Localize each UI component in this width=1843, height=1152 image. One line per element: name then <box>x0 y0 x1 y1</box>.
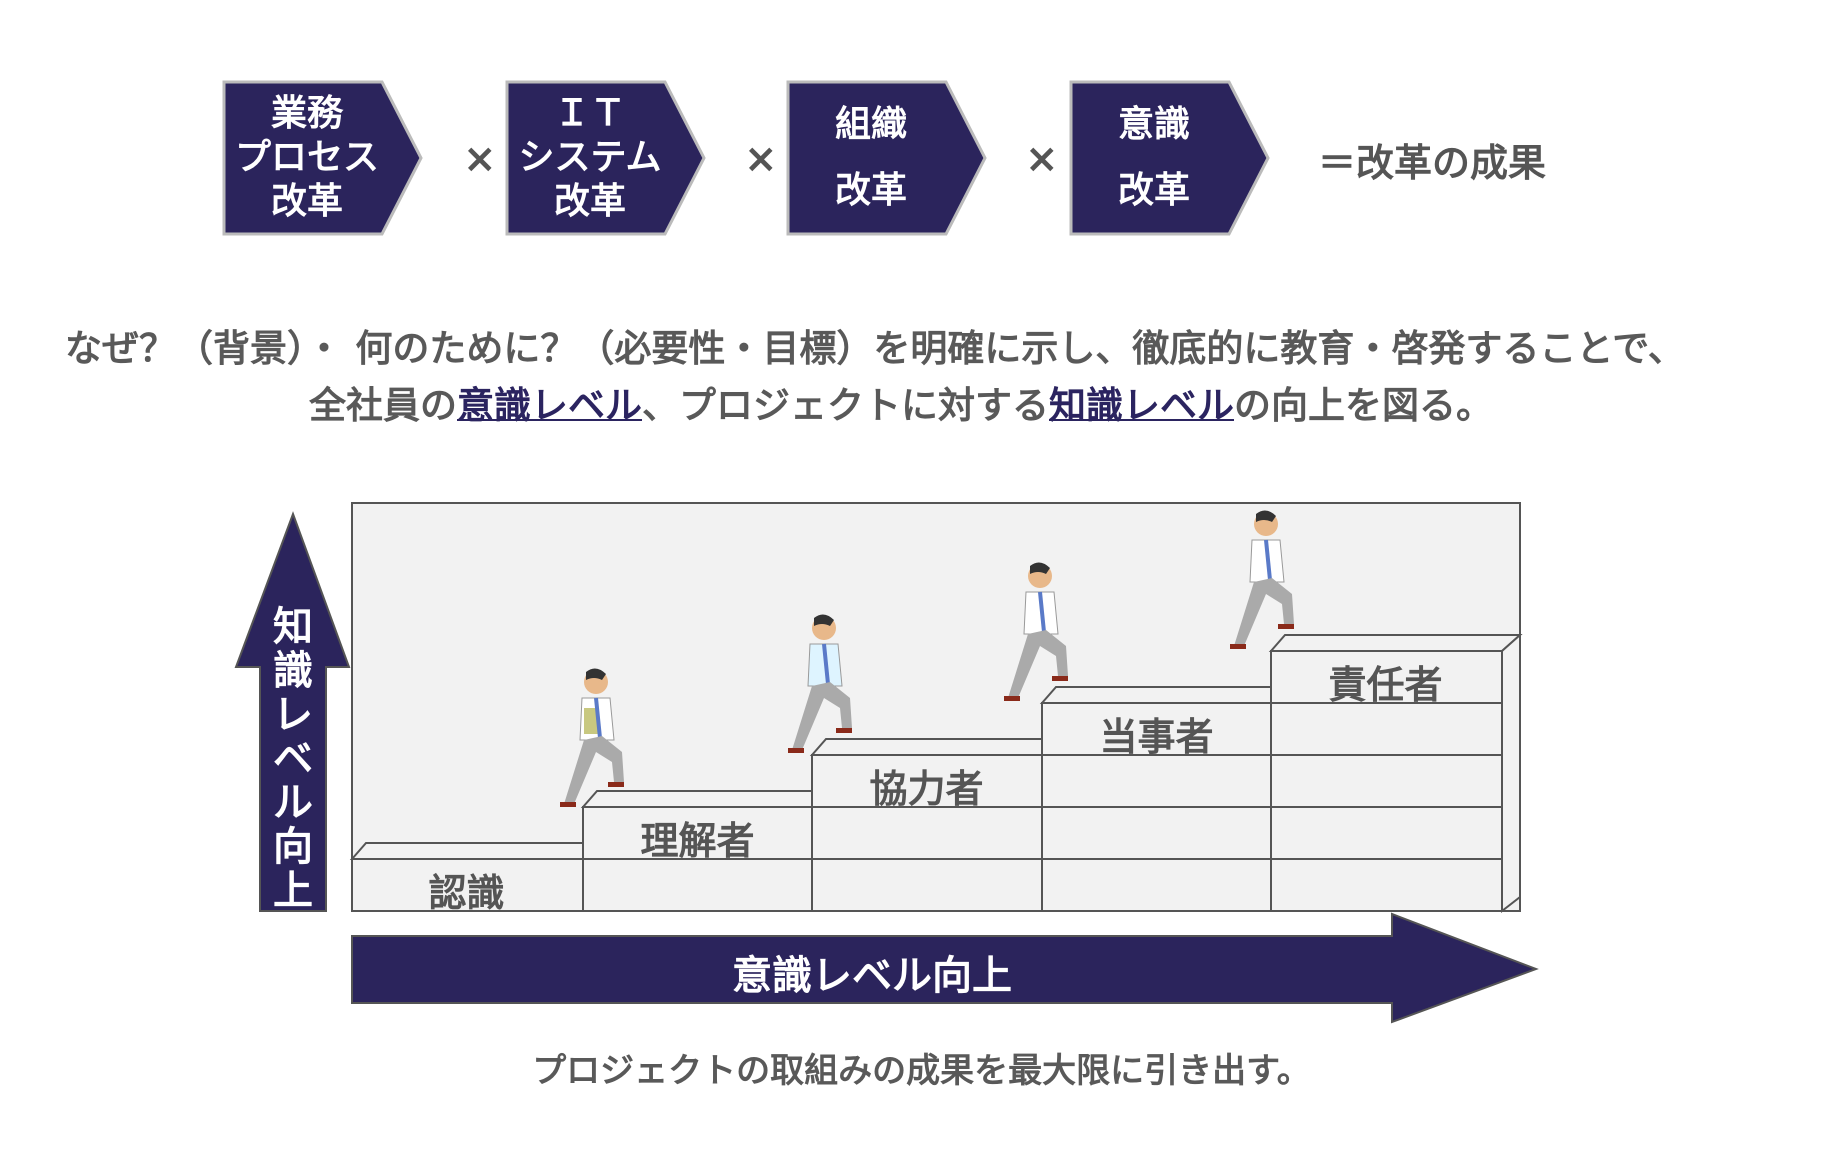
chevron-awareness: 意識改革 <box>1069 80 1270 236</box>
horizontal-arrow <box>351 912 1539 1024</box>
statement-line2: 全社員の意識レベル、プロジェクトに対する知識レベルの向上を図る。 <box>309 375 1493 429</box>
chevron-text: プロセス <box>234 137 379 178</box>
vertical-axis-label: 知識レベル向上 <box>260 605 326 913</box>
chevron-text: 組織 <box>834 104 907 145</box>
axis-char: 知 <box>273 604 313 650</box>
step-label-understanding: 理解者 <box>640 819 755 863</box>
chevron-text: 改革 <box>270 181 343 222</box>
multiply-sign: × <box>744 136 778 182</box>
chevron-text: ＩＴ <box>553 93 626 134</box>
axis-char: 上 <box>273 868 313 914</box>
text: の向上を図る。 <box>1234 384 1493 427</box>
axis-char: ベ <box>273 736 313 782</box>
step-label-responsible: 責任者 <box>1328 663 1443 707</box>
step-label-awareness: 認識 <box>428 871 505 915</box>
chevron-text: システム <box>518 137 662 178</box>
chevron-text: 業務 <box>270 93 343 134</box>
horizontal-axis-label: 意識レベル向上 <box>732 953 1012 999</box>
chevron-text: 改革 <box>1117 170 1190 211</box>
person-icon <box>1004 562 1068 701</box>
person-icon <box>788 614 852 753</box>
chevron-text: 改革 <box>553 181 626 222</box>
chevron-organization: 組織改革 <box>786 80 987 236</box>
multiply-sign: × <box>463 136 497 182</box>
axis-char: 向 <box>273 824 313 870</box>
stairs <box>349 632 1523 914</box>
person-icon <box>1230 510 1294 649</box>
highlight-awareness: 意識レベル <box>457 384 642 427</box>
text: 全社員の <box>309 384 457 427</box>
step-label-cooperator: 協力者 <box>869 767 984 811</box>
text: 、プロジェクトに対する <box>642 384 1049 427</box>
axis-char: ル <box>273 780 313 826</box>
highlight-knowledge: 知識レベル <box>1049 384 1234 427</box>
axis-char: 識 <box>273 648 313 694</box>
climbing-person-icons <box>560 510 1294 807</box>
axis-char: レ <box>273 692 313 738</box>
chevron-business-process: 業務プロセス改革 <box>222 80 423 236</box>
step-label-party: 当事者 <box>1099 715 1214 759</box>
multiply-sign: × <box>1025 136 1059 182</box>
chevron-text: 意識 <box>1117 104 1190 145</box>
caption: プロジェクトの取組みの成果を最大限に引き出す。 <box>532 1051 1311 1091</box>
chevron-text: 改革 <box>834 170 907 211</box>
person-icon <box>560 668 624 807</box>
statement-line1: なぜ？（背景）・ 何のために？（必要性・目標）を明確に示し、徹底的に教育・啓発す… <box>65 327 1685 370</box>
vertical-arrow <box>234 511 351 912</box>
result-text: ＝改革の成果 <box>1318 141 1547 185</box>
